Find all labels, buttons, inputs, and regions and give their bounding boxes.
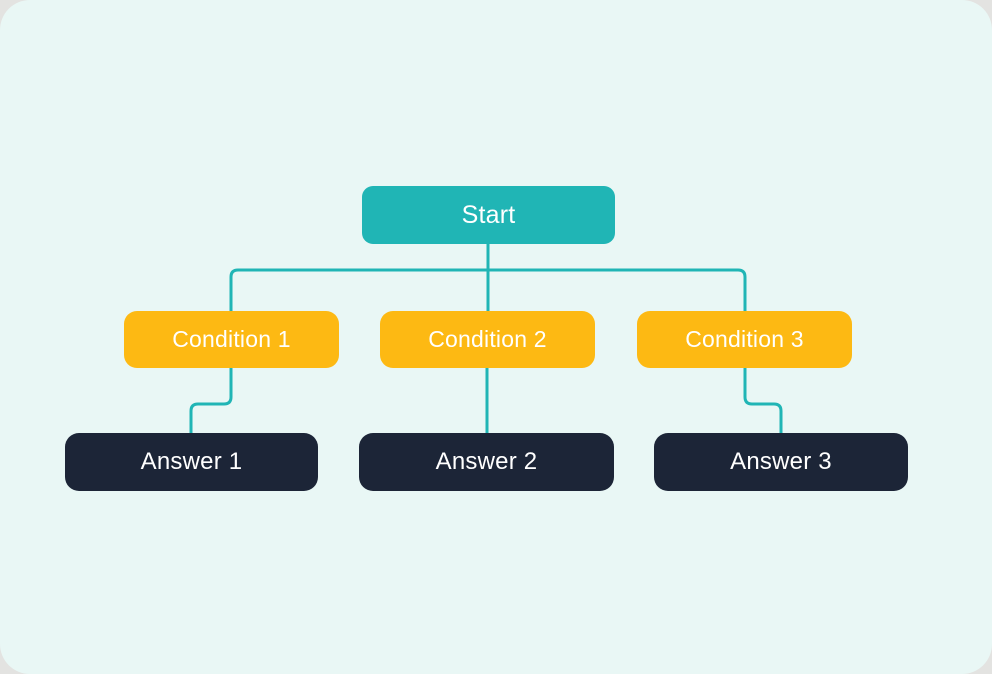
node-condition-3[interactable]: Condition 3 (637, 311, 852, 368)
edge-condition-1-to-answer-1 (189, 366, 233, 435)
node-answer-2[interactable]: Answer 2 (359, 433, 614, 491)
node-answer-1-label: Answer 1 (140, 448, 243, 475)
node-condition-3-label: Condition 3 (685, 326, 804, 352)
node-start[interactable]: Start (362, 186, 615, 244)
node-answer-1[interactable]: Answer 1 (65, 433, 318, 491)
edge-start-to-condition-1 (229, 268, 490, 313)
node-condition-1-label: Condition 1 (172, 326, 291, 352)
edge-condition-3-to-answer-3 (743, 366, 783, 435)
node-start-label: Start (461, 200, 516, 229)
node-answer-3[interactable]: Answer 3 (654, 433, 908, 491)
node-answer-2-label: Answer 2 (435, 448, 538, 475)
node-condition-1[interactable]: Condition 1 (124, 311, 339, 368)
edge-start-to-condition-3 (486, 268, 747, 313)
node-answer-3-label: Answer 3 (730, 448, 832, 475)
node-condition-2-label: Condition 2 (428, 326, 547, 352)
node-condition-2[interactable]: Condition 2 (380, 311, 595, 368)
